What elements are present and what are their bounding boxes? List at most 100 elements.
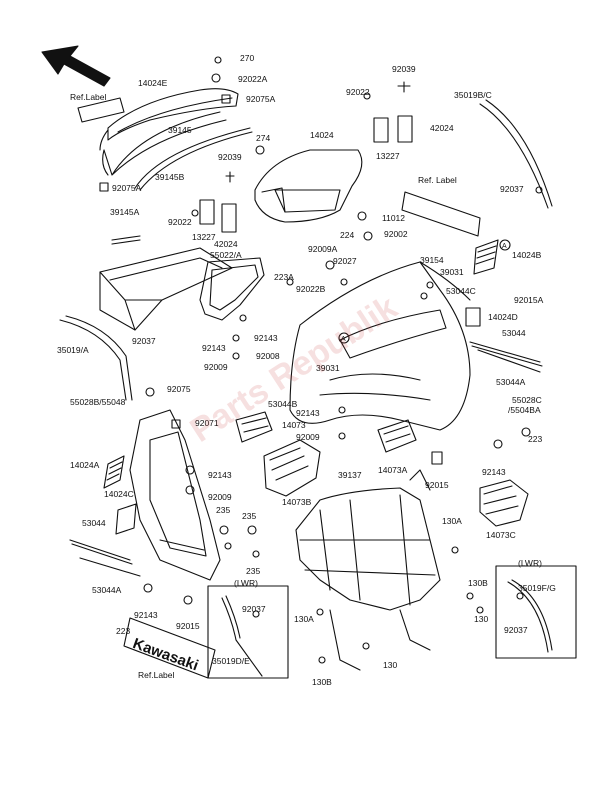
duct-14073a	[377, 419, 417, 453]
label-92037-mid: 92037	[132, 336, 156, 346]
label-14024d: 14024D	[488, 312, 518, 322]
label-92008: 92008	[256, 351, 280, 361]
label-39031-a: 39031	[440, 267, 464, 277]
label-130: 130	[474, 614, 489, 624]
label-35019fg: 35019F/G	[518, 583, 556, 593]
label-92022-a: 92022	[168, 217, 192, 227]
label-92075a-left: 92075A	[112, 183, 142, 193]
label-42024-a: 42024	[214, 239, 238, 249]
duct-14073c	[479, 479, 529, 527]
label-53044-l: 53044	[82, 518, 106, 528]
label-92143-f: 92143	[134, 610, 158, 620]
strip-53044a-r	[477, 349, 541, 373]
label-14024: 14024	[310, 130, 334, 140]
label-235-c: 235	[246, 566, 261, 576]
trim-35019fg	[507, 579, 553, 653]
label-92015a: 92015A	[514, 295, 544, 305]
lwr-box-right	[495, 565, 577, 659]
vent-14024c	[115, 503, 137, 535]
label-92143-d: 92143	[208, 470, 232, 480]
label-92015-low: 92015	[176, 621, 200, 631]
label-11012: 11012	[382, 213, 406, 223]
label-13227-a: 13227	[192, 232, 216, 242]
svg-text:A: A	[502, 243, 507, 250]
label-130b-a: 130B	[468, 578, 488, 588]
label-35019de: 35019D/E	[212, 656, 250, 666]
label-42024-b: 42024	[430, 123, 454, 133]
label-14024b: 14024B	[512, 250, 542, 260]
clip-92075a-left	[99, 182, 109, 192]
label-92022a: 92022A	[238, 74, 268, 84]
label-130b-b: 130B	[312, 677, 332, 687]
label-ref-label-1: Ref.Label	[70, 92, 107, 102]
inner-panel-55022a	[199, 257, 265, 321]
label-39145b: 39145B	[155, 172, 185, 182]
label-14073c: 14073C	[486, 530, 516, 540]
label-223-r: 223	[528, 434, 543, 444]
label-92022b: 92022B	[296, 284, 326, 294]
label-14024a: 14024A	[70, 460, 100, 470]
label-53044b: 53044B	[268, 399, 298, 409]
label-92002: 92002	[384, 229, 408, 239]
label-53044c: 53044C	[446, 286, 476, 296]
pin-92039-a	[225, 171, 235, 183]
label-53044: 53044	[502, 328, 526, 338]
lower-fairing	[129, 409, 221, 581]
main-fairing	[289, 261, 471, 431]
strip-53044-r	[469, 341, 543, 367]
label-35019a: 35019/A	[57, 345, 89, 355]
label-92009-b: 92009	[296, 432, 320, 442]
label-92075a-top: 92075A	[246, 94, 276, 104]
label-130a-a: 130A	[442, 516, 462, 526]
label-92143-c: 92143	[296, 408, 320, 418]
label-92015-mid: 92015	[425, 480, 449, 490]
label-14073a: 14073A	[378, 465, 408, 475]
label-130-low: 130	[383, 660, 398, 670]
ref-label-plate-1	[77, 97, 125, 123]
label-lwr-1: (LWR)	[234, 578, 258, 588]
label-92022-b: 92022	[346, 87, 370, 97]
label-92143-a: 92143	[254, 333, 278, 343]
label-92075: 92075	[167, 384, 191, 394]
frame-39137	[295, 487, 441, 611]
label-92071: 92071	[195, 418, 219, 428]
label-39137: 39137	[338, 470, 362, 480]
label-92027: 92027	[333, 256, 357, 266]
ref-label-plate-2	[401, 191, 481, 237]
label-274: 274	[256, 133, 271, 143]
visor-box	[99, 247, 233, 331]
label-39145a: 39145A	[110, 207, 140, 217]
label-55022a: 55022/A	[210, 250, 242, 260]
label-92039-b: 92039	[392, 64, 416, 74]
bolt-274	[255, 145, 265, 155]
label-13227-b: 13227	[376, 151, 400, 161]
label-55028c: 55028C	[512, 395, 542, 405]
kawasaki-plate	[123, 617, 216, 679]
label-55028b: 55028B/55048	[70, 397, 126, 407]
label-14073b: 14073B	[282, 497, 312, 507]
direction-arrow	[41, 45, 111, 87]
label-14024e: 14024E	[138, 78, 168, 88]
vent-14024d	[465, 307, 481, 327]
label-130a-b: 130A	[294, 614, 314, 624]
duct-14073	[235, 411, 273, 443]
strip-53044-l	[69, 539, 133, 565]
strip-39145a	[111, 235, 141, 245]
strip-53044a-l	[79, 557, 141, 577]
trim-39145	[99, 111, 227, 176]
label-223a: 223A	[274, 272, 294, 282]
pin-92039-b	[397, 81, 411, 93]
gauge-pod-42024-a	[221, 203, 237, 233]
vent-14024a	[103, 455, 125, 489]
label-35019bc: 35019B/C	[454, 90, 492, 100]
grommet-270	[214, 56, 222, 64]
gauge-pod-13227-a	[199, 199, 215, 225]
label-92143-b: 92143	[202, 343, 226, 353]
duct-14073b	[263, 439, 321, 497]
label-5504ba: /5504BA	[508, 405, 541, 415]
label-235-a: 235	[216, 505, 231, 515]
label-92039-a: 92039	[218, 152, 242, 162]
trim-39145b	[134, 127, 253, 191]
